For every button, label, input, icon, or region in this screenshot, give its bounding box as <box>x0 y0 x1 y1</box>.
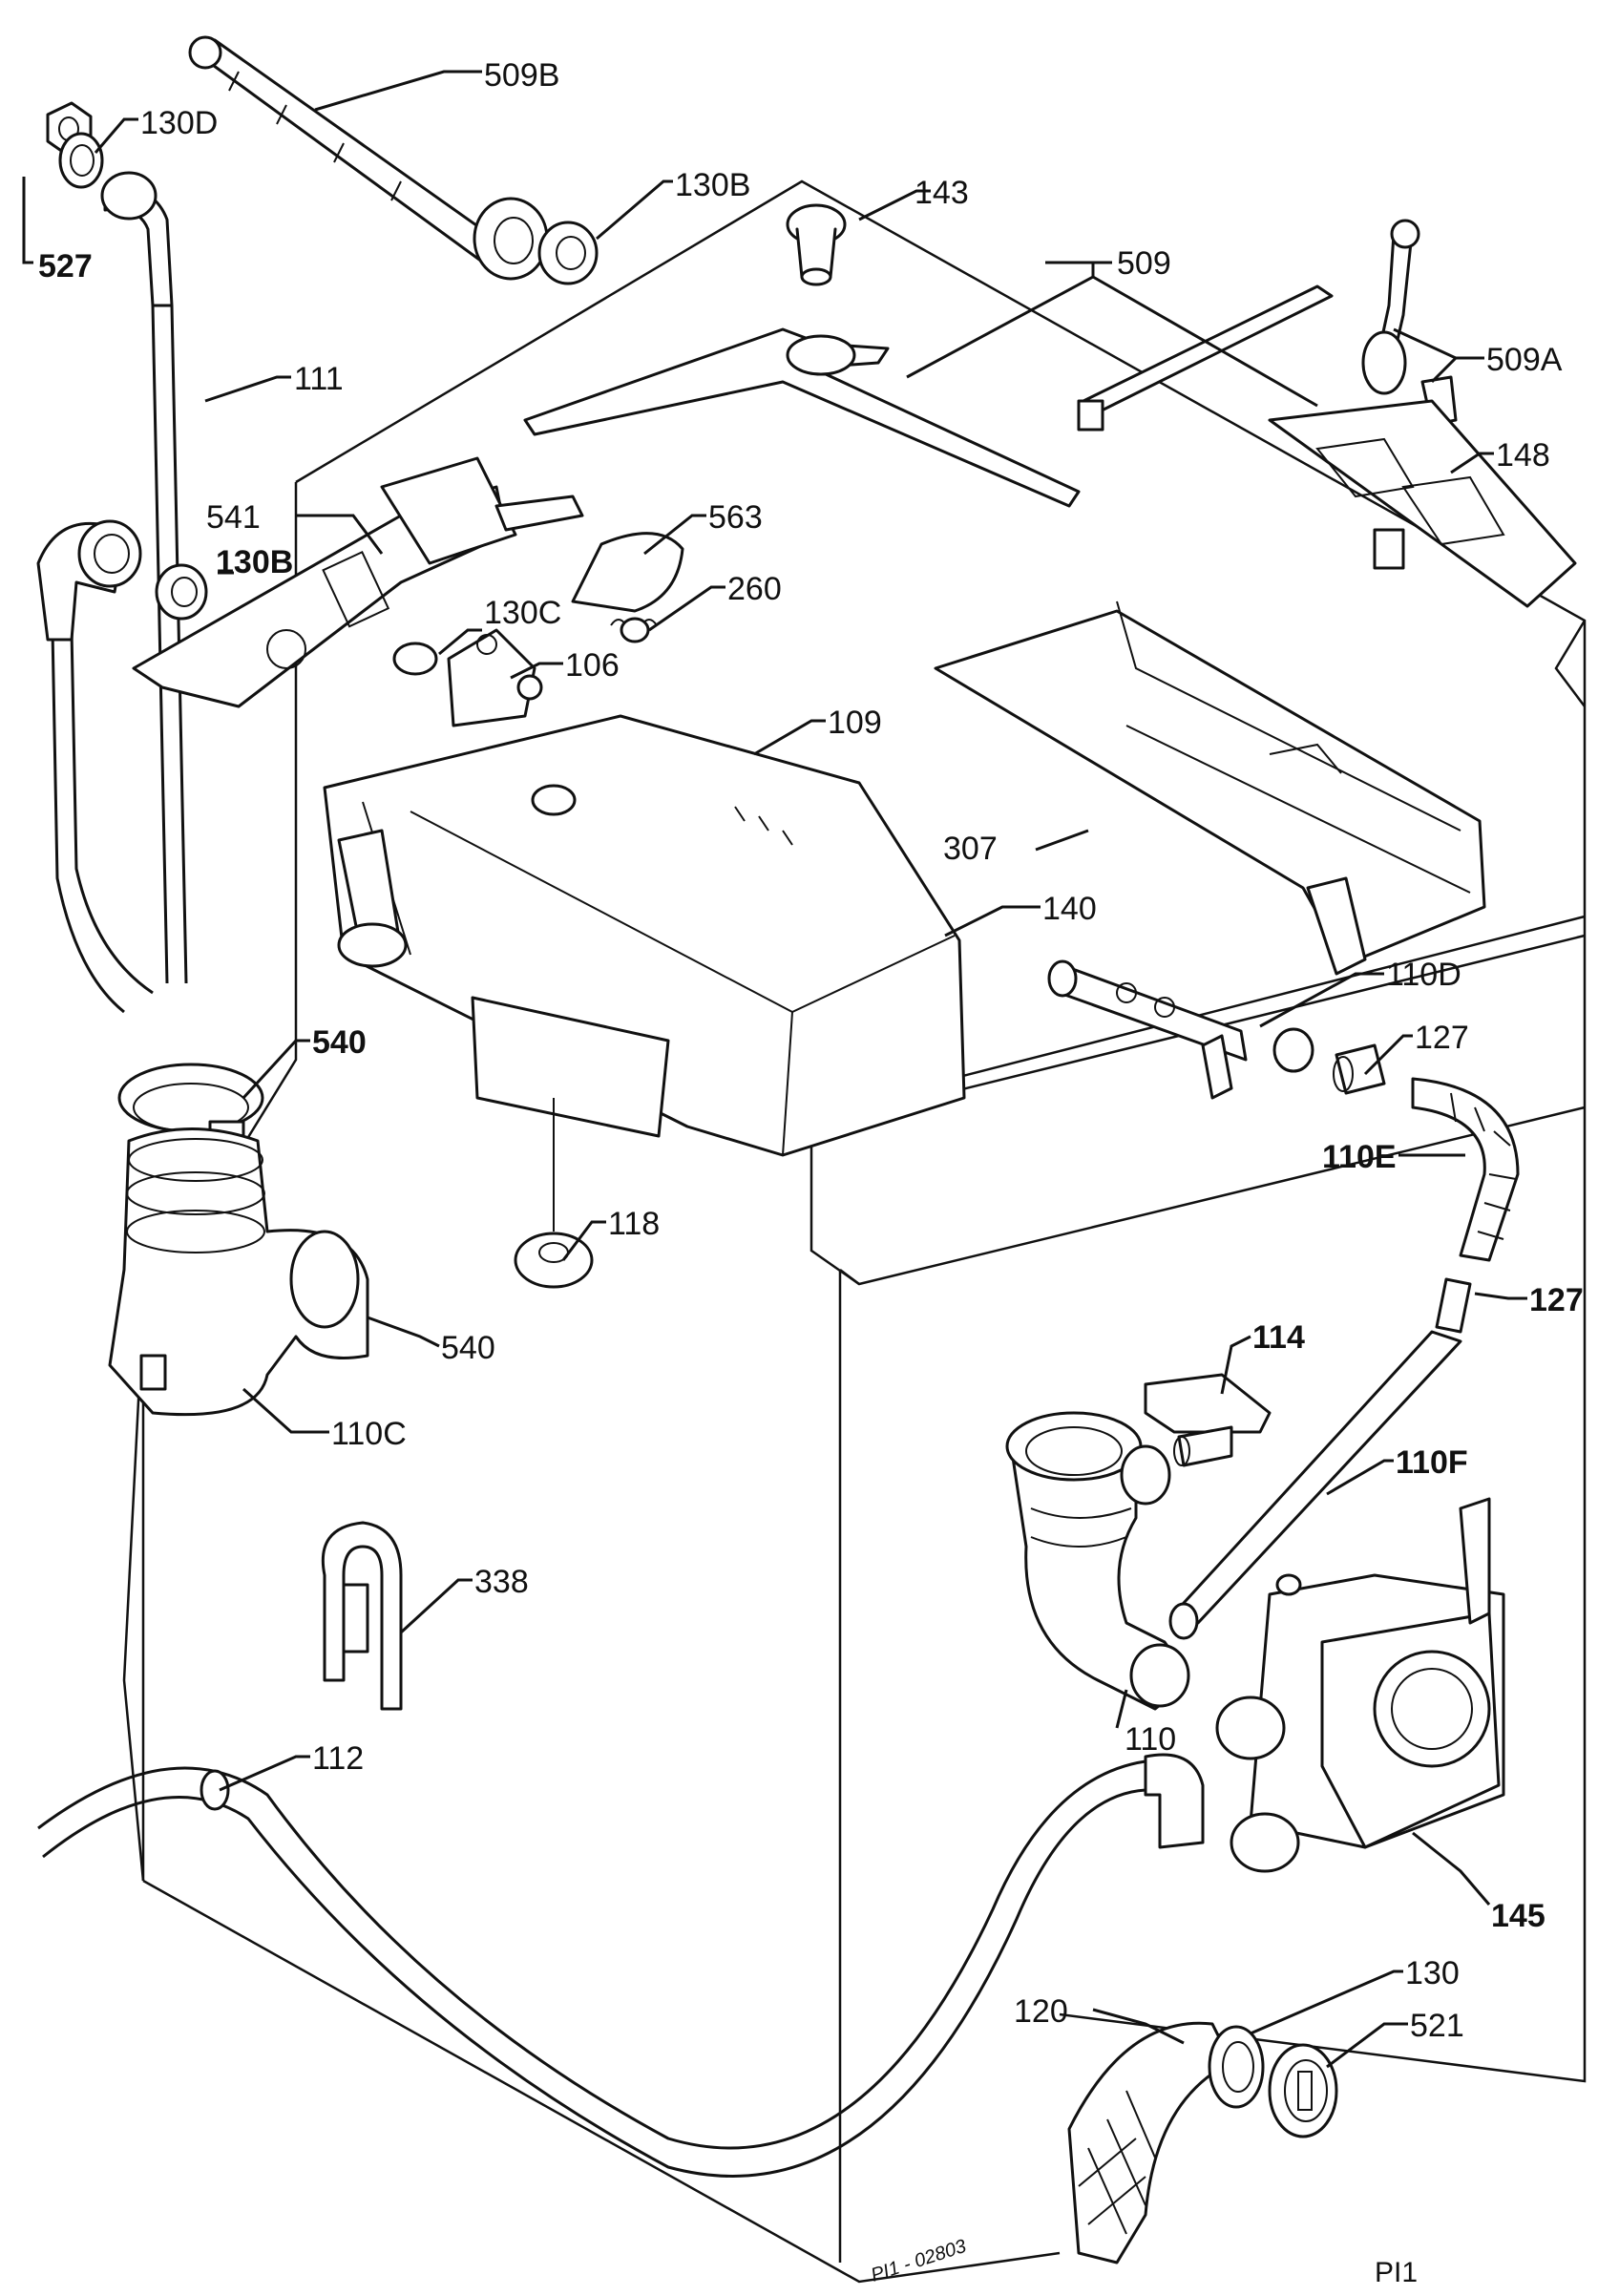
label-521: 521 <box>1410 2008 1464 2044</box>
label-540-top: 540 <box>312 1024 367 1061</box>
label-145: 145 <box>1491 1898 1545 1934</box>
part-120-filter <box>1067 2021 1233 2264</box>
part-110d-hose <box>1047 959 1314 1100</box>
part-110-sump-hose <box>1005 1411 1190 1711</box>
label-509: 509 <box>1117 245 1171 282</box>
label-110f: 110F <box>1396 1444 1468 1481</box>
label-130c: 130C <box>484 595 561 631</box>
label-112: 112 <box>312 1740 364 1777</box>
label-509b: 509B <box>484 57 559 94</box>
part-112-drain-hose <box>37 1753 1205 2178</box>
label-109: 109 <box>828 705 882 741</box>
label-110e: 110E <box>1322 1139 1397 1175</box>
part-509-lever <box>523 284 1334 508</box>
part-118-knob <box>514 1098 594 1289</box>
part-130-seal <box>1208 2025 1265 2109</box>
part-130b-nut-mid <box>155 563 208 621</box>
part-109-detergent-housing <box>323 714 966 1157</box>
part-127-coupling-top <box>1333 1043 1386 1095</box>
label-148: 148 <box>1496 437 1550 474</box>
part-521-cap <box>1268 2043 1338 2138</box>
part-541-bracket <box>132 456 584 708</box>
label-130b-mid: 130B <box>216 544 293 580</box>
part-130b-nut-top <box>537 221 599 285</box>
label-127-bottom: 127 <box>1529 1282 1584 1318</box>
leader-lines <box>22 70 1527 2069</box>
part-143-knob <box>786 203 847 286</box>
part-563-cover <box>571 532 684 613</box>
label-130b-top: 130B <box>675 167 750 203</box>
label-540-bottom: 540 <box>441 1330 495 1366</box>
label-114: 114 <box>1252 1319 1305 1356</box>
label-127-top: 127 <box>1415 1020 1469 1056</box>
drawing-code: PI1 - 02803 <box>869 2236 969 2286</box>
label-563: 563 <box>708 499 763 536</box>
label-260: 260 <box>727 571 782 607</box>
label-307: 307 <box>943 831 998 867</box>
page-reference: PI1 <box>1375 2257 1418 2288</box>
label-338: 338 <box>474 1564 529 1600</box>
label-509a: 509A <box>1486 342 1563 378</box>
part-106-clamp <box>447 628 543 727</box>
label-527: 527 <box>38 248 93 284</box>
part-110f-hose <box>1168 1330 1462 1640</box>
label-130d: 130D <box>140 105 218 141</box>
label-143: 143 <box>915 175 969 211</box>
part-114-bracket <box>1144 1373 1272 1467</box>
part-110e-hose <box>1411 1077 1520 1262</box>
label-140: 140 <box>1042 891 1097 927</box>
part-338-clip <box>321 1521 403 1711</box>
label-111: 111 <box>294 361 344 397</box>
part-130d-washer <box>58 132 104 189</box>
part-127-coupling-bottom <box>1435 1277 1472 1334</box>
label-130: 130 <box>1405 1955 1460 1991</box>
part-540-bellows <box>108 1127 369 1417</box>
label-541: 541 <box>206 499 261 536</box>
part-307-drawer <box>934 600 1486 976</box>
label-118: 118 <box>608 1206 660 1242</box>
label-120: 120 <box>1014 1993 1068 2030</box>
label-110c: 110C <box>331 1416 407 1452</box>
part-509a-lever <box>1361 219 1458 427</box>
part-labels: 509B 130D 527 130B 143 509 111 509A 148 … <box>38 57 1584 2044</box>
part-145-pump <box>1215 1497 1505 1873</box>
part-148-bracket <box>1268 399 1577 608</box>
label-106: 106 <box>565 647 620 684</box>
part-130c-clip <box>392 642 438 676</box>
label-110: 110 <box>1125 1721 1176 1758</box>
part-260-spring <box>610 617 658 643</box>
cabinet-outline <box>122 179 1587 2284</box>
label-110d: 110D <box>1386 957 1461 993</box>
